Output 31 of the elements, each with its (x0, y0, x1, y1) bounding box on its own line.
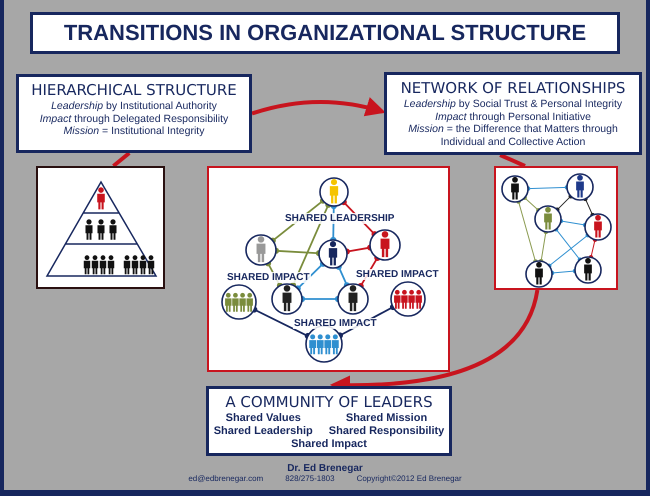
contact-text: 828/275-1803 (285, 474, 335, 483)
network-label: SHARED IMPACT (355, 269, 440, 280)
box-heading: A COMMUNITY OF LEADERS (225, 393, 433, 411)
network-label: SHARED IMPACT (226, 272, 311, 283)
picture-panel (207, 166, 450, 372)
contact-text: Copyright©2012 Ed Brenegar (356, 474, 462, 483)
body-text: Leadership by Social Trust & Personal Integrity (404, 98, 622, 110)
curved-arrow (251, 98, 386, 117)
network-label: SHARED IMPACT (293, 318, 378, 329)
body-text: Impact through Delegated Responsibility (40, 112, 228, 125)
connector-line (499, 153, 526, 168)
title: TRANSITIONS IN ORGANIZATIONAL STRUCTURE (64, 20, 586, 46)
box-heading: NETWORK OF RELATIONSHIPS (400, 79, 626, 97)
network-label: SHARED LEADERSHIP (284, 213, 396, 224)
body-text: Impact through Personal Initiative (435, 110, 591, 123)
text-box (16, 74, 252, 153)
body-text: Mission = Institutional Integrity (64, 125, 204, 138)
body-text: Leadership by Institutional Authority (51, 100, 217, 112)
box-heading: HIERARCHICAL STRUCTURE (31, 81, 237, 99)
list-item: Shared Responsibility (328, 425, 444, 438)
contact-text: ed@edbrenegar.com (188, 474, 264, 483)
body-text: Mission = the Difference that Matters through Individual and Collective Action (407, 123, 619, 148)
text-box (206, 386, 452, 456)
list-item: Shared Leadership (214, 425, 313, 438)
list-item: Shared Mission (344, 412, 428, 425)
list-item: Shared Impact (290, 438, 368, 451)
connector-line (112, 151, 131, 168)
picture-panel (494, 166, 618, 290)
text-box (384, 72, 642, 155)
picture-panel (36, 166, 165, 289)
list-item: Shared Values (224, 412, 302, 425)
